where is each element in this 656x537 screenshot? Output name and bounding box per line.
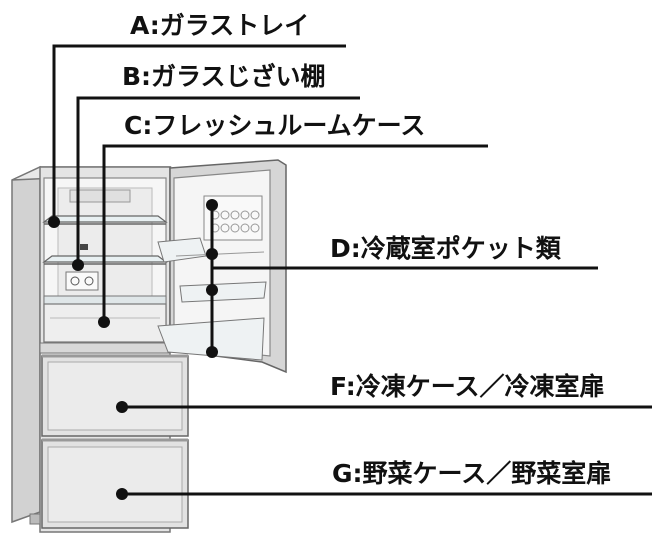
marker-dot-a: [48, 216, 60, 228]
marker-dot-c: [98, 316, 110, 328]
marker-dot-d1: [206, 199, 218, 211]
label-glass-shelf: B:ガラスじざい棚: [122, 62, 326, 91]
sensor-icon: [80, 244, 88, 250]
egg-cups: [210, 210, 260, 233]
door-pocket-2: [179, 281, 267, 303]
label-vegetable-case-door: G:野菜ケース／野菜室扉: [332, 459, 612, 488]
label-door-pockets: D:冷蔵室ポケット類: [330, 234, 561, 263]
fridge-light: [69, 189, 131, 203]
door-pocket-rail: [175, 251, 265, 257]
control-knob-left-icon: [70, 276, 80, 286]
leader-lines: [52, 44, 652, 496]
compartment-divider: [39, 342, 171, 354]
marker-dot-g: [116, 488, 128, 500]
control-knob-right-icon: [84, 276, 94, 286]
leader-line-b: [76, 96, 360, 265]
marker-dot-d2: [206, 248, 218, 260]
marker-dots: [48, 199, 218, 500]
leader-line-a: [52, 44, 346, 222]
door-pocket-1: [157, 237, 207, 263]
control-panel: [65, 271, 99, 291]
label-glass-tray: A:ガラストレイ: [130, 11, 310, 40]
leader-line-c: [102, 144, 488, 322]
label-freezer-case-door: F:冷凍ケース／冷凍室扉: [330, 372, 605, 401]
marker-dot-f: [116, 401, 128, 413]
label-fresh-room-case: C:フレッシュルームケース: [124, 111, 426, 140]
cabinet-foot: [29, 513, 41, 525]
marker-dot-d3: [206, 284, 218, 296]
vegetable-drawer-face: [47, 446, 183, 523]
cabinet-side-panel: [11, 165, 41, 524]
marker-dot-d4: [206, 346, 218, 358]
freezer-drawer-face: [47, 361, 183, 431]
marker-dot-b: [72, 259, 84, 271]
